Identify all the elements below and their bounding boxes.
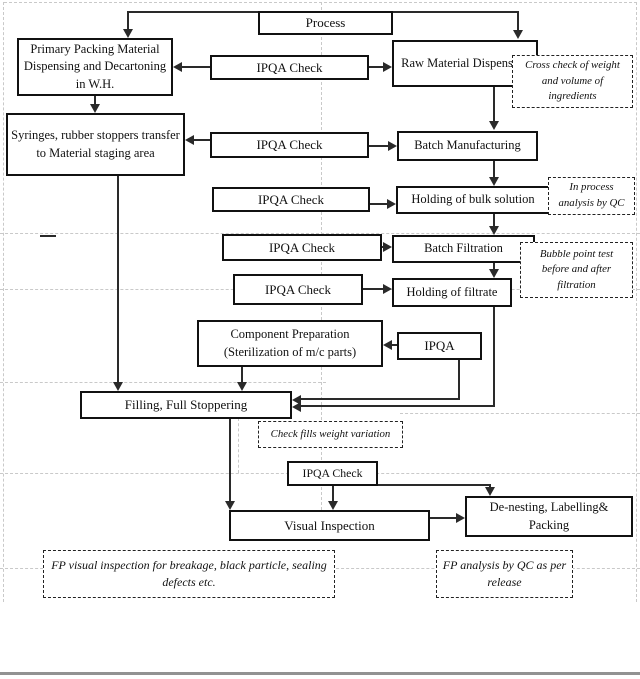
connector-filling-to-visual bbox=[229, 419, 231, 503]
arrowhead bbox=[489, 121, 499, 130]
connector-holdingbulk-to-filtration bbox=[493, 214, 495, 228]
connector-ipqa-to-filling bbox=[298, 398, 460, 400]
arrowhead bbox=[292, 402, 301, 412]
connector-ipqa1-to-primary bbox=[180, 66, 210, 68]
connector-filtration-to-filtrate bbox=[493, 263, 495, 271]
connector-ipqa-to-compprep bbox=[389, 344, 397, 346]
connector-visual-to-denesting bbox=[430, 517, 458, 519]
arrowhead bbox=[383, 284, 392, 294]
connector-process-to-primary bbox=[127, 11, 129, 31]
arrowhead bbox=[237, 382, 247, 391]
connector-ipqa-to-filling bbox=[458, 360, 460, 400]
arrowhead bbox=[383, 242, 392, 252]
arrowhead bbox=[383, 62, 392, 72]
node-ipqa-check-3: IPQA Check bbox=[212, 187, 370, 212]
arrowhead bbox=[173, 62, 182, 72]
connector-ipqa5-to-filtrate bbox=[363, 288, 385, 290]
node-primary-packing: Primary Packing Material Dispensing and … bbox=[17, 38, 173, 96]
node-ipqa-check-6: IPQA Check bbox=[287, 461, 378, 486]
grid-line bbox=[400, 413, 640, 414]
node-process: Process bbox=[258, 11, 393, 35]
node-ipqa: IPQA bbox=[397, 332, 482, 360]
arrowhead bbox=[513, 30, 523, 39]
connector-filtrate-to-filling bbox=[298, 405, 495, 407]
node-component-preparation: Component Preparation (Sterilization of … bbox=[197, 320, 383, 367]
note-fp-analysis: FP analysis by QC as per release bbox=[436, 550, 573, 598]
connector-ipqa2-to-syringes bbox=[190, 139, 210, 141]
page-bottom-rule bbox=[0, 672, 640, 675]
arrowhead bbox=[292, 395, 301, 405]
connector-process-to-primary bbox=[128, 11, 259, 13]
connector-filtrate-to-filling bbox=[493, 307, 495, 407]
grid-line bbox=[0, 382, 326, 383]
arrowhead bbox=[113, 382, 123, 391]
arrowhead bbox=[225, 501, 235, 510]
node-ipqa-check-1: IPQA Check bbox=[210, 55, 369, 80]
arrowhead bbox=[387, 199, 396, 209]
node-batch-filtration: Batch Filtration bbox=[392, 235, 535, 263]
node-ipqa-check-2: IPQA Check bbox=[210, 132, 369, 158]
connector-ipqa6-to-denesting bbox=[378, 484, 491, 486]
note-in-process-analysis: In process analysis by QC bbox=[548, 177, 635, 215]
connector-batchmfg-to-holdingbulk bbox=[493, 161, 495, 179]
arrowhead bbox=[388, 141, 397, 151]
arrowhead bbox=[123, 29, 133, 38]
arrowhead bbox=[485, 487, 495, 496]
connector-primary-to-syringes bbox=[94, 96, 96, 106]
node-holding-filtrate: Holding of filtrate bbox=[392, 278, 512, 307]
arrowhead bbox=[489, 226, 499, 235]
connector-ipqa2-to-batchmfg bbox=[369, 145, 389, 147]
connector-ipqa6-to-visual bbox=[332, 486, 334, 503]
node-ipqa-check-5: IPQA Check bbox=[233, 274, 363, 305]
node-ipqa-check-4: IPQA Check bbox=[222, 234, 382, 261]
note-bubble-point: Bubble point test before and after filtr… bbox=[520, 242, 633, 298]
note-fp-visual: FP visual inspection for breakage, black… bbox=[43, 550, 335, 598]
arrowhead bbox=[185, 135, 194, 145]
connector-ipqa1-to-raw bbox=[369, 66, 385, 68]
connector-compprep-to-filling bbox=[241, 367, 243, 384]
node-syringes-transfer: Syringes, rubber stoppers transfer to Ma… bbox=[6, 113, 185, 176]
connector-raw-to-batchmfg bbox=[493, 87, 495, 123]
note-cross-check: Cross check of weight and volume of ingr… bbox=[512, 55, 633, 108]
connector-ipqa6-to-denesting bbox=[489, 484, 491, 489]
node-filling: Filling, Full Stoppering bbox=[80, 391, 292, 419]
connector-ipqa3-to-holdingbulk bbox=[370, 203, 389, 205]
node-visual-inspection: Visual Inspection bbox=[229, 510, 430, 541]
node-holding-bulk: Holding of bulk solution bbox=[396, 186, 550, 214]
connector-process-to-raw bbox=[517, 11, 519, 32]
grid-line bbox=[4, 2, 637, 3]
note-check-fills: Check fills weight variation bbox=[258, 421, 403, 448]
node-batch-manufacturing: Batch Manufacturing bbox=[397, 131, 538, 161]
connector-process-to-raw bbox=[393, 11, 519, 13]
grid-line bbox=[636, 2, 637, 602]
grid-line bbox=[238, 418, 239, 473]
stray-dash bbox=[40, 235, 56, 237]
arrowhead bbox=[489, 269, 499, 278]
grid-line bbox=[0, 233, 640, 234]
node-denesting: De-nesting, Labelling& Packing bbox=[465, 496, 633, 537]
arrowhead bbox=[328, 501, 338, 510]
connector-syringes-to-filling bbox=[117, 176, 119, 384]
arrowhead bbox=[90, 104, 100, 113]
arrowhead bbox=[456, 513, 465, 523]
arrowhead bbox=[383, 340, 392, 350]
grid-line bbox=[3, 2, 4, 602]
arrowhead bbox=[489, 177, 499, 186]
